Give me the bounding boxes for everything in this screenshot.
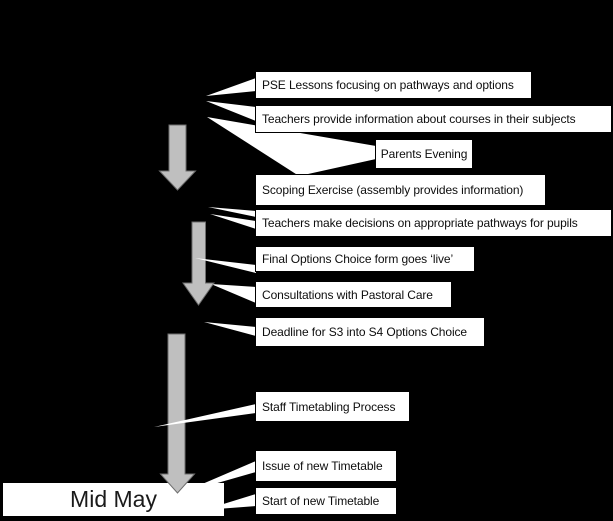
event-box-start-new-timetable: Start of new Timetable: [255, 487, 397, 515]
event-box-teachers-provide-info: Teachers provide information about cours…: [255, 105, 612, 133]
connector-wedge-parents-evening: [207, 117, 376, 176]
connector-wedge-staff-timetabling: [154, 404, 256, 427]
connector-wedge-teachers-decisions-b: [210, 214, 256, 229]
connector-wedge-pse-lessons: [206, 78, 256, 96]
down-arrow-2-icon: [182, 221, 215, 306]
event-box-pse-lessons: PSE Lessons focusing on pathways and opt…: [255, 71, 532, 99]
event-box-staff-timetabling: Staff Timetabling Process: [255, 391, 410, 422]
event-box-issue-new-timetable: Issue of new Timetable: [255, 450, 397, 482]
event-box-parents-evening: Parents Evening: [375, 139, 473, 169]
down-arrow-3-icon: [159, 333, 196, 494]
event-box-final-options-live: Final Options Choice form goes ‘live’: [255, 246, 475, 272]
event-box-deadline-options-choice: Deadline for S3 into S4 Options Choice: [255, 317, 485, 347]
connector-wedge-final-options: [195, 258, 256, 273]
connector-wedge-teachers-decisions-a: [208, 207, 256, 217]
connector-wedge-consultations: [211, 284, 256, 303]
connector-wedge-teachers-provide: [206, 101, 256, 121]
connector-wedge-issue-timetable: [179, 461, 256, 494]
down-arrow-1-icon: [158, 124, 197, 191]
event-box-consultations-pastoral: Consultations with Pastoral Care: [255, 281, 452, 308]
connector-wedge-start-timetable: [204, 494, 256, 510]
connector-wedge-deadline: [204, 322, 256, 336]
event-box-teachers-decisions: Teachers make decisions on appropriate p…: [255, 209, 612, 237]
milestone-mid-may: Mid May: [3, 483, 224, 516]
event-box-scoping-exercise: Scoping Exercise (assembly provides info…: [255, 174, 546, 206]
